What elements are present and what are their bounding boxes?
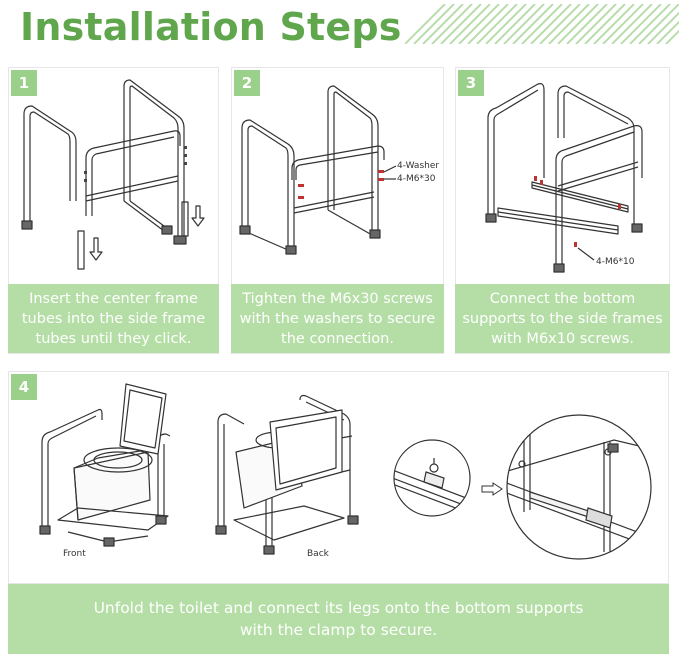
caption-line: Unfold the toilet and connect its legs o… [93,599,584,617]
screw-m6x10-label: 4-M6*10 [596,257,635,267]
step-3-badge: 3 [458,70,484,96]
step-2-caption: Tighten the M6x30 screws with the washer… [231,284,444,353]
step-2-illustration [239,85,397,255]
decorative-stripes [405,4,679,44]
caption-line: tubes until they click. [35,330,192,347]
caption-line: Insert the center frame [29,290,198,307]
caption-line: with M6x10 screws. [491,330,634,347]
page-title: Installation Steps [20,5,402,49]
step-3-caption: Connect the bottom supports to the side … [455,284,670,353]
caption-line: Tighten the M6x30 screws [242,290,433,307]
washer-label: 4-Washer [397,161,440,171]
back-view-illustration [215,394,359,555]
step-2-badge: 2 [234,70,260,96]
back-view-label: Back [307,549,329,559]
step-1-caption: Insert the center frame tubes into the s… [8,284,219,353]
clamp-detail-illustration [393,439,471,517]
clamp-closeup-illustration [506,414,652,560]
caption-line: supports to the side frames [462,310,663,327]
step-3-illustration [485,83,643,273]
caption-line: the connection. [281,330,394,347]
screw-m6x30-label: 4-M6*30 [397,174,436,184]
right-arrow-icon [481,482,503,496]
caption-line: with the clamp to secure. [239,621,438,639]
caption-line: with the washers to secure [239,310,436,327]
step-4-badge: 4 [11,374,37,400]
step-4-caption: Unfold the toilet and connect its legs o… [8,584,669,654]
step-1-illustration [21,79,205,270]
step-1-badge: 1 [11,70,37,96]
front-view-illustration [39,383,171,547]
caption-line: Connect the bottom [489,290,636,307]
front-view-label: Front [63,549,86,559]
caption-line: tubes into the side frame [21,310,206,327]
